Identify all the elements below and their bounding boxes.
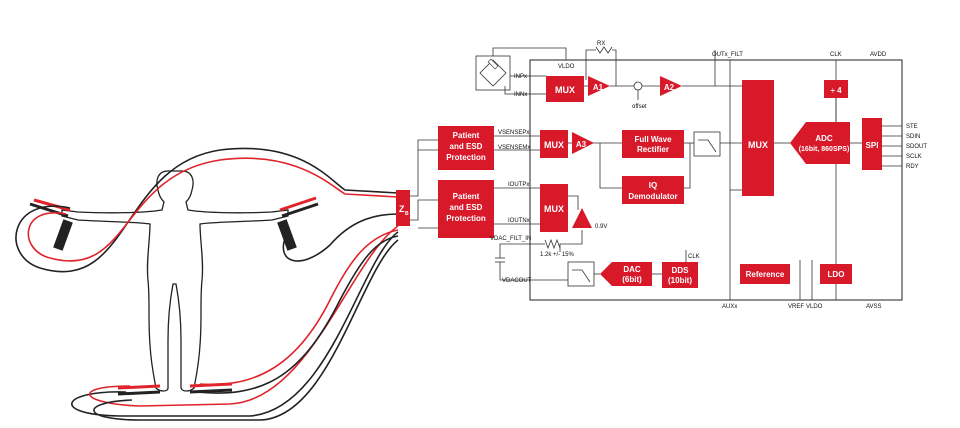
svg-text:VDAC_FILT_IN: VDAC_FILT_IN bbox=[490, 236, 531, 242]
svg-text:MUX: MUX bbox=[544, 204, 564, 214]
iq-demodulator: IQ Demodulator bbox=[622, 176, 684, 204]
svg-text:1.2k +/- 15%: 1.2k +/- 15% bbox=[540, 252, 575, 258]
bridge-wires bbox=[492, 47, 567, 95]
svg-text:Z: Z bbox=[399, 204, 405, 214]
svg-text:SCLK: SCLK bbox=[906, 154, 922, 160]
svg-text:B: B bbox=[405, 211, 409, 217]
svg-text:0.9V: 0.9V bbox=[595, 224, 607, 230]
svg-text:OUTx_FILT: OUTx_FILT bbox=[712, 52, 743, 58]
zb-block: Z B bbox=[396, 190, 410, 226]
body-outline bbox=[61, 170, 289, 392]
svg-text:A2: A2 bbox=[664, 83, 675, 92]
svg-text:VSENSEMx: VSENSEMx bbox=[498, 145, 530, 151]
svg-text:DAC: DAC bbox=[623, 265, 641, 274]
iout-wires bbox=[494, 187, 583, 281]
svg-text:INPx: INPx bbox=[514, 74, 527, 80]
svg-text:÷ 4: ÷ 4 bbox=[830, 86, 842, 95]
amp-a1: A1 bbox=[588, 76, 610, 96]
svg-text:DDS: DDS bbox=[672, 266, 690, 275]
current-driver-amp: 0.9V bbox=[572, 208, 607, 230]
svg-text:VREF: VREF bbox=[788, 304, 804, 310]
svg-text:VLDO: VLDO bbox=[806, 304, 823, 310]
dac-block: DAC (6bit) bbox=[600, 262, 652, 286]
ldo-block: LDO bbox=[820, 264, 852, 284]
svg-text:STE: STE bbox=[906, 124, 918, 130]
svg-text:MUX: MUX bbox=[748, 140, 768, 150]
svg-text:ADC: ADC bbox=[815, 134, 833, 143]
svg-text:Patient: Patient bbox=[453, 192, 480, 201]
right-hand-electrode bbox=[277, 196, 319, 251]
full-wave-rectifier: Full Wave Rectifier bbox=[622, 130, 684, 158]
svg-text:CLK: CLK bbox=[688, 254, 700, 260]
svg-text:(10bit): (10bit) bbox=[668, 276, 692, 285]
svg-text:Protection: Protection bbox=[446, 214, 486, 223]
svg-text:AVDD: AVDD bbox=[870, 52, 887, 58]
svg-text:A3: A3 bbox=[576, 140, 587, 149]
svg-text:(6bit): (6bit) bbox=[622, 275, 642, 284]
lowpass-filter bbox=[693, 131, 721, 157]
svg-text:VDACOUT: VDACOUT bbox=[502, 278, 532, 284]
svg-text:IQ: IQ bbox=[649, 181, 657, 190]
svg-text:CLK: CLK bbox=[830, 52, 842, 58]
reference-block: Reference bbox=[740, 264, 790, 284]
clock-divider: ÷ 4 bbox=[824, 80, 848, 98]
svg-text:Protection: Protection bbox=[446, 153, 486, 162]
zb-wires bbox=[410, 139, 438, 229]
svg-text:SPI: SPI bbox=[866, 141, 879, 150]
top-signal-path bbox=[530, 50, 742, 100]
summing-node: offset bbox=[632, 81, 647, 110]
amp-a2: A2 bbox=[660, 76, 682, 96]
svg-text:AVSS: AVSS bbox=[866, 304, 882, 310]
dds-block: DDS (10bit) bbox=[662, 262, 698, 288]
svg-text:VSENSEPx: VSENSEPx bbox=[498, 130, 529, 136]
svg-text:offset: offset bbox=[632, 104, 647, 110]
adc-block: ADC (16bit, 860SPS) bbox=[790, 122, 850, 164]
svg-text:AUXx: AUXx bbox=[722, 304, 737, 310]
left-foot-electrode bbox=[117, 384, 161, 396]
spi-wires bbox=[882, 125, 902, 167]
svg-text:SDIN: SDIN bbox=[906, 134, 920, 140]
mux-top: MUX bbox=[546, 76, 584, 102]
patient-esd-block-1: Patient and ESD Protection bbox=[438, 126, 494, 170]
patient-esd-block-2: Patient and ESD Protection bbox=[438, 180, 494, 238]
svg-text:Rectifier: Rectifier bbox=[637, 145, 669, 154]
svg-text:and ESD: and ESD bbox=[450, 142, 483, 151]
chip-outline bbox=[529, 59, 903, 301]
svg-text:MUX: MUX bbox=[544, 140, 564, 150]
svg-text:Full Wave: Full Wave bbox=[634, 135, 672, 144]
aux-wires bbox=[729, 60, 862, 300]
svg-text:IOUTPx: IOUTPx bbox=[508, 182, 529, 188]
dac-path bbox=[530, 250, 687, 281]
svg-text:MUX: MUX bbox=[555, 85, 575, 95]
amp-a3: A3 bbox=[572, 132, 594, 154]
svg-text:VLDO: VLDO bbox=[558, 64, 575, 70]
svg-text:A1: A1 bbox=[593, 83, 604, 92]
svg-text:(16bit, 860SPS): (16bit, 860SPS) bbox=[799, 146, 850, 153]
svg-text:LDO: LDO bbox=[828, 270, 845, 279]
mux-main: MUX bbox=[742, 80, 774, 196]
rx-feedback bbox=[585, 46, 617, 86]
svg-text:SDOUT: SDOUT bbox=[906, 144, 927, 150]
body-figure bbox=[61, 170, 289, 392]
svg-text:RX: RX bbox=[597, 41, 605, 47]
bridge-sensor bbox=[475, 55, 511, 91]
lead-wires bbox=[15, 147, 399, 421]
svg-text:RDY: RDY bbox=[906, 164, 919, 170]
svg-text:INNx: INNx bbox=[514, 92, 527, 98]
dac-filter bbox=[567, 261, 595, 287]
svg-text:and ESD: and ESD bbox=[450, 203, 483, 212]
spi-block: SPI bbox=[862, 118, 882, 170]
mux-bot: MUX bbox=[540, 184, 568, 232]
mux-mid: MUX bbox=[540, 130, 568, 158]
svg-text:Reference: Reference bbox=[746, 270, 785, 279]
svg-text:Demodulator: Demodulator bbox=[628, 192, 677, 201]
svg-text:Patient: Patient bbox=[453, 131, 480, 140]
svg-text:IOUTNx: IOUTNx bbox=[508, 218, 530, 224]
